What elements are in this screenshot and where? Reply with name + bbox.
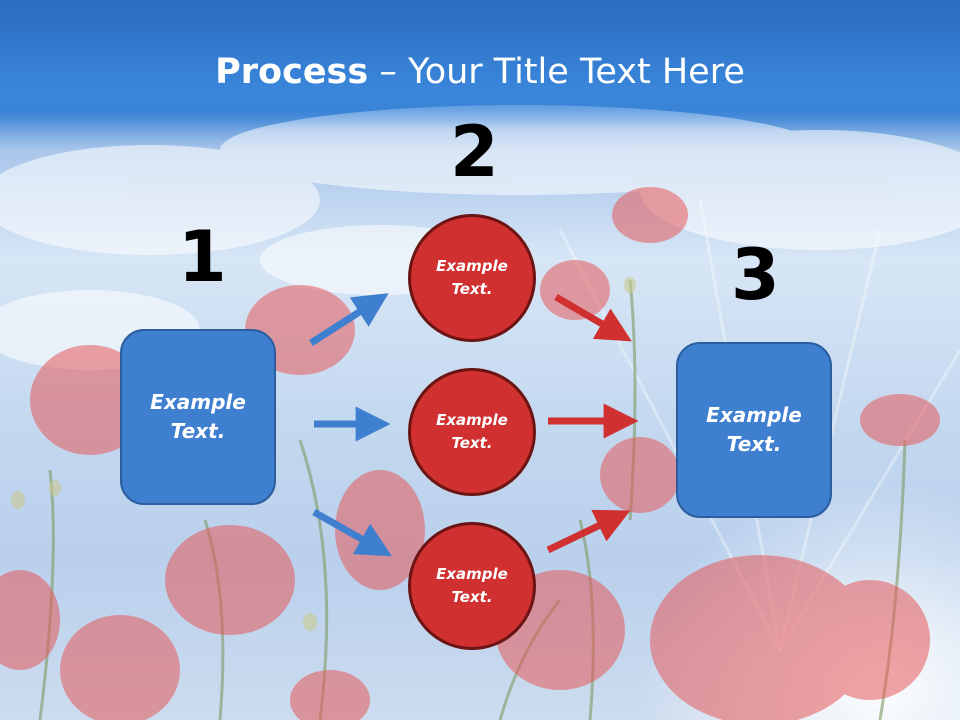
circle-top-text: Example Text. bbox=[436, 257, 508, 298]
step-number-2: 2 bbox=[450, 111, 499, 193]
circle-middle-text: Example Text. bbox=[436, 411, 508, 452]
circle-bottom-text: Example Text. bbox=[436, 565, 508, 606]
circle-top: Example Text. bbox=[408, 214, 536, 342]
arrow-top-to-right bbox=[554, 293, 632, 342]
right-box-text: Example Text. bbox=[706, 403, 802, 456]
arrow-left-to-top bbox=[309, 293, 389, 346]
title-band bbox=[0, 0, 960, 130]
step-number-3: 3 bbox=[731, 234, 780, 316]
circle-middle: Example Text. bbox=[408, 368, 536, 496]
left-box-text: Example Text. bbox=[150, 390, 246, 443]
slide-title: Process – Your Title Text Here bbox=[0, 52, 960, 92]
left-process-box: Example Text. bbox=[120, 329, 276, 505]
title-rest: – Your Title Text Here bbox=[368, 52, 745, 92]
arrow-bottom-to-right bbox=[546, 509, 631, 554]
step-number-1: 1 bbox=[178, 216, 227, 298]
circle-bottom: Example Text. bbox=[408, 522, 536, 650]
right-process-box: Example Text. bbox=[676, 342, 832, 518]
arrow-left-to-bottom bbox=[312, 508, 392, 557]
title-bold: Process bbox=[215, 52, 369, 92]
